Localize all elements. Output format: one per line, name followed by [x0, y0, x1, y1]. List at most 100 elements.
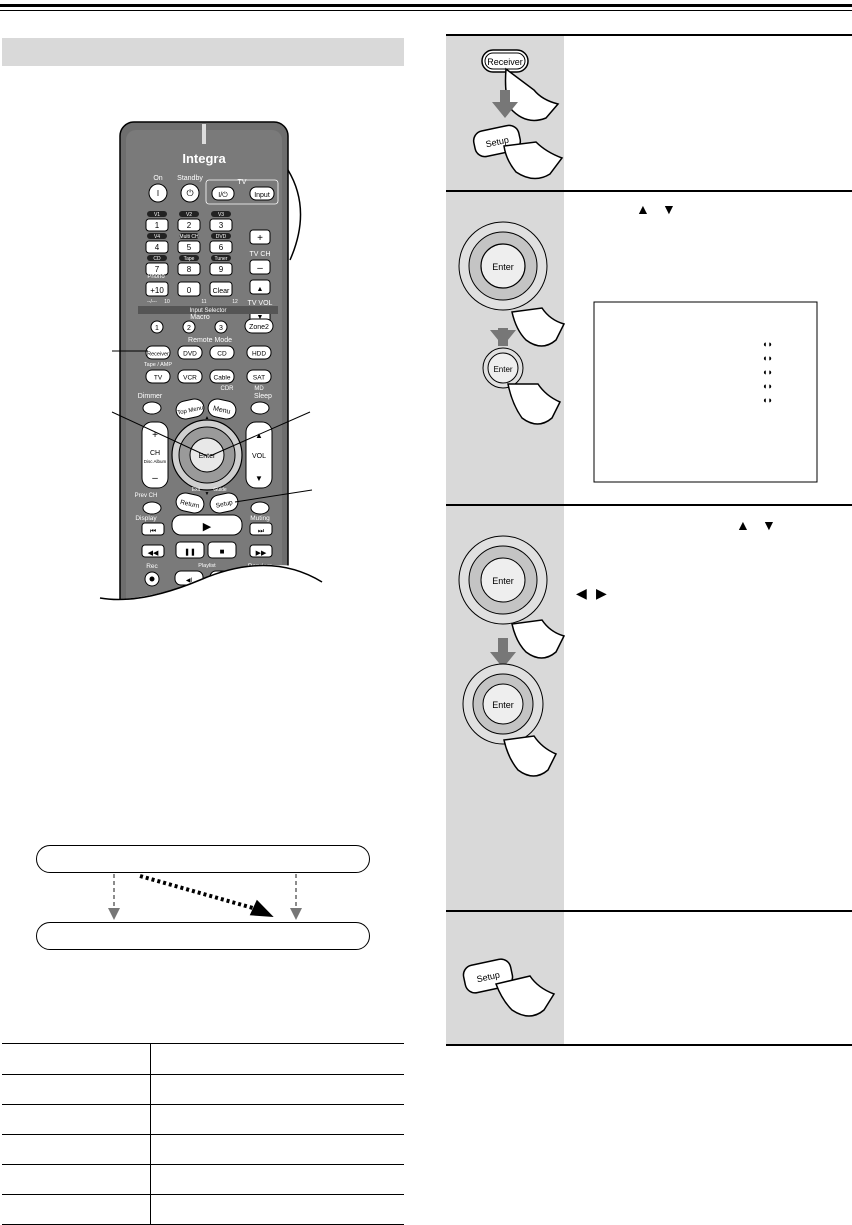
macro-1-button[interactable]: [150, 320, 164, 334]
mode-sat-button[interactable]: [246, 369, 272, 384]
next-track-button[interactable]: [249, 522, 273, 536]
input-tag-label: Tape: [184, 256, 195, 262]
tv-vol-up-button[interactable]: [249, 279, 271, 295]
input-tag-label: CD: [153, 256, 161, 262]
svg-text:Enter: Enter: [493, 365, 512, 374]
tv-ch-up-button[interactable]: [249, 229, 271, 245]
standby-button[interactable]: [180, 183, 200, 203]
step-divider: [446, 504, 852, 506]
number-key-8[interactable]: [177, 262, 201, 276]
macro-3-button[interactable]: [214, 320, 228, 334]
down-arrow-icon: ▼: [662, 201, 676, 217]
sleep-button[interactable]: [250, 401, 270, 415]
svg-text:◖◗: ◖◗: [762, 339, 773, 349]
number-key-7[interactable]: [145, 262, 169, 276]
page-top-rule-thin: [0, 10, 852, 11]
dimmer-button[interactable]: [142, 401, 162, 415]
number-key-label: 3: [219, 221, 224, 230]
on-label: On: [153, 175, 162, 182]
prev-ch-button[interactable]: [142, 501, 162, 515]
ch-rocker[interactable]: [141, 421, 169, 489]
svg-text:⏭: ⏭: [258, 528, 265, 535]
number-key-9[interactable]: [209, 262, 233, 276]
mode-receiver-button[interactable]: [145, 345, 171, 360]
macro-2-button[interactable]: [182, 320, 196, 334]
svg-text:0: 0: [187, 286, 192, 295]
svg-text:▶: ▶: [203, 521, 212, 533]
svg-text:▼: ▼: [205, 491, 210, 497]
menu-screen: [593, 301, 818, 483]
mode-cable-button[interactable]: [209, 369, 235, 384]
svg-text:VOL: VOL: [252, 453, 266, 460]
input-tag: [179, 233, 199, 239]
pause-button[interactable]: [175, 541, 205, 559]
zone2-button[interactable]: [244, 318, 274, 334]
number-key-1[interactable]: [145, 218, 169, 232]
input-tag: [179, 211, 199, 217]
step-2-illustration: Enter Enter ▲ ▼: [458, 201, 676, 425]
number-key-4[interactable]: [145, 240, 169, 254]
prev-track-button[interactable]: [141, 522, 165, 536]
table-row: [2, 1194, 404, 1225]
flow-arrows: [108, 874, 302, 920]
tv-power-button[interactable]: [211, 186, 235, 201]
muting-button[interactable]: [250, 501, 270, 515]
callout-lines: [111, 350, 313, 503]
svg-text:Enter: Enter: [492, 576, 514, 586]
svg-text:▼: ▼: [255, 474, 263, 483]
input-tag-label: Multi CH: [179, 234, 199, 240]
zero-button[interactable]: [177, 281, 201, 297]
brand-logo: Integra: [182, 151, 226, 166]
number-key-2[interactable]: [177, 218, 201, 232]
svg-text:Menu: Menu: [212, 405, 231, 416]
svg-text:2: 2: [187, 325, 191, 332]
table-row: [2, 1074, 404, 1105]
mode-dvd-button[interactable]: [177, 345, 203, 360]
page-top-rule: [0, 4, 852, 7]
input-tag-label: V1: [154, 212, 160, 218]
top-menu-button[interactable]: [174, 397, 205, 420]
menu-button[interactable]: [206, 397, 237, 420]
flow-top-pill: [36, 845, 370, 873]
mode-tv-button[interactable]: [145, 369, 171, 384]
enter-button[interactable]: [189, 437, 225, 473]
plus10-button[interactable]: [145, 281, 169, 297]
macro-label: Macro: [190, 314, 210, 321]
input-tag-label: Tuner: [215, 256, 228, 262]
return-button[interactable]: [174, 491, 205, 514]
mode-hdd-button[interactable]: [246, 345, 272, 360]
tv-ch-down-button[interactable]: [249, 259, 271, 275]
tv-input-button[interactable]: [249, 186, 275, 201]
svg-text:I/⏻: I/⏻: [218, 191, 228, 199]
section-header-bar: [2, 38, 404, 66]
number-key-6[interactable]: [209, 240, 233, 254]
ffwd-button[interactable]: [249, 544, 273, 558]
step-3-illustration: Enter Enter ▲ ▼ ◀ ▶: [458, 517, 776, 777]
clear-button[interactable]: [209, 281, 233, 297]
mode-key-label: VCR: [183, 375, 197, 382]
mode-vcr-button[interactable]: [177, 369, 203, 384]
number-key-3[interactable]: [209, 218, 233, 232]
up-arrow-icon: ▲: [636, 201, 650, 217]
setup-button[interactable]: [208, 491, 239, 514]
rewind-button[interactable]: [141, 544, 165, 558]
number-key-label: 4: [155, 243, 160, 252]
svg-text:10: 10: [164, 299, 170, 305]
mode-key-label: CD: [217, 351, 227, 358]
svg-text:Guide: Guide: [213, 487, 227, 493]
stop-button[interactable]: [207, 541, 237, 559]
play-button[interactable]: [171, 514, 243, 536]
svg-text:11: 11: [201, 299, 206, 305]
mode-cd-button[interactable]: [209, 345, 235, 360]
display-label: Display: [135, 515, 157, 522]
on-button[interactable]: [148, 183, 168, 203]
svg-text:CDR: CDR: [221, 386, 235, 392]
svg-text:I: I: [157, 189, 159, 198]
enter-button-graphic: [480, 243, 526, 289]
step-divider: [446, 910, 852, 912]
number-key-5[interactable]: [177, 240, 201, 254]
vol-rocker[interactable]: [245, 421, 273, 489]
input-tag-label: V2: [186, 212, 192, 218]
input-tag: [179, 255, 199, 261]
